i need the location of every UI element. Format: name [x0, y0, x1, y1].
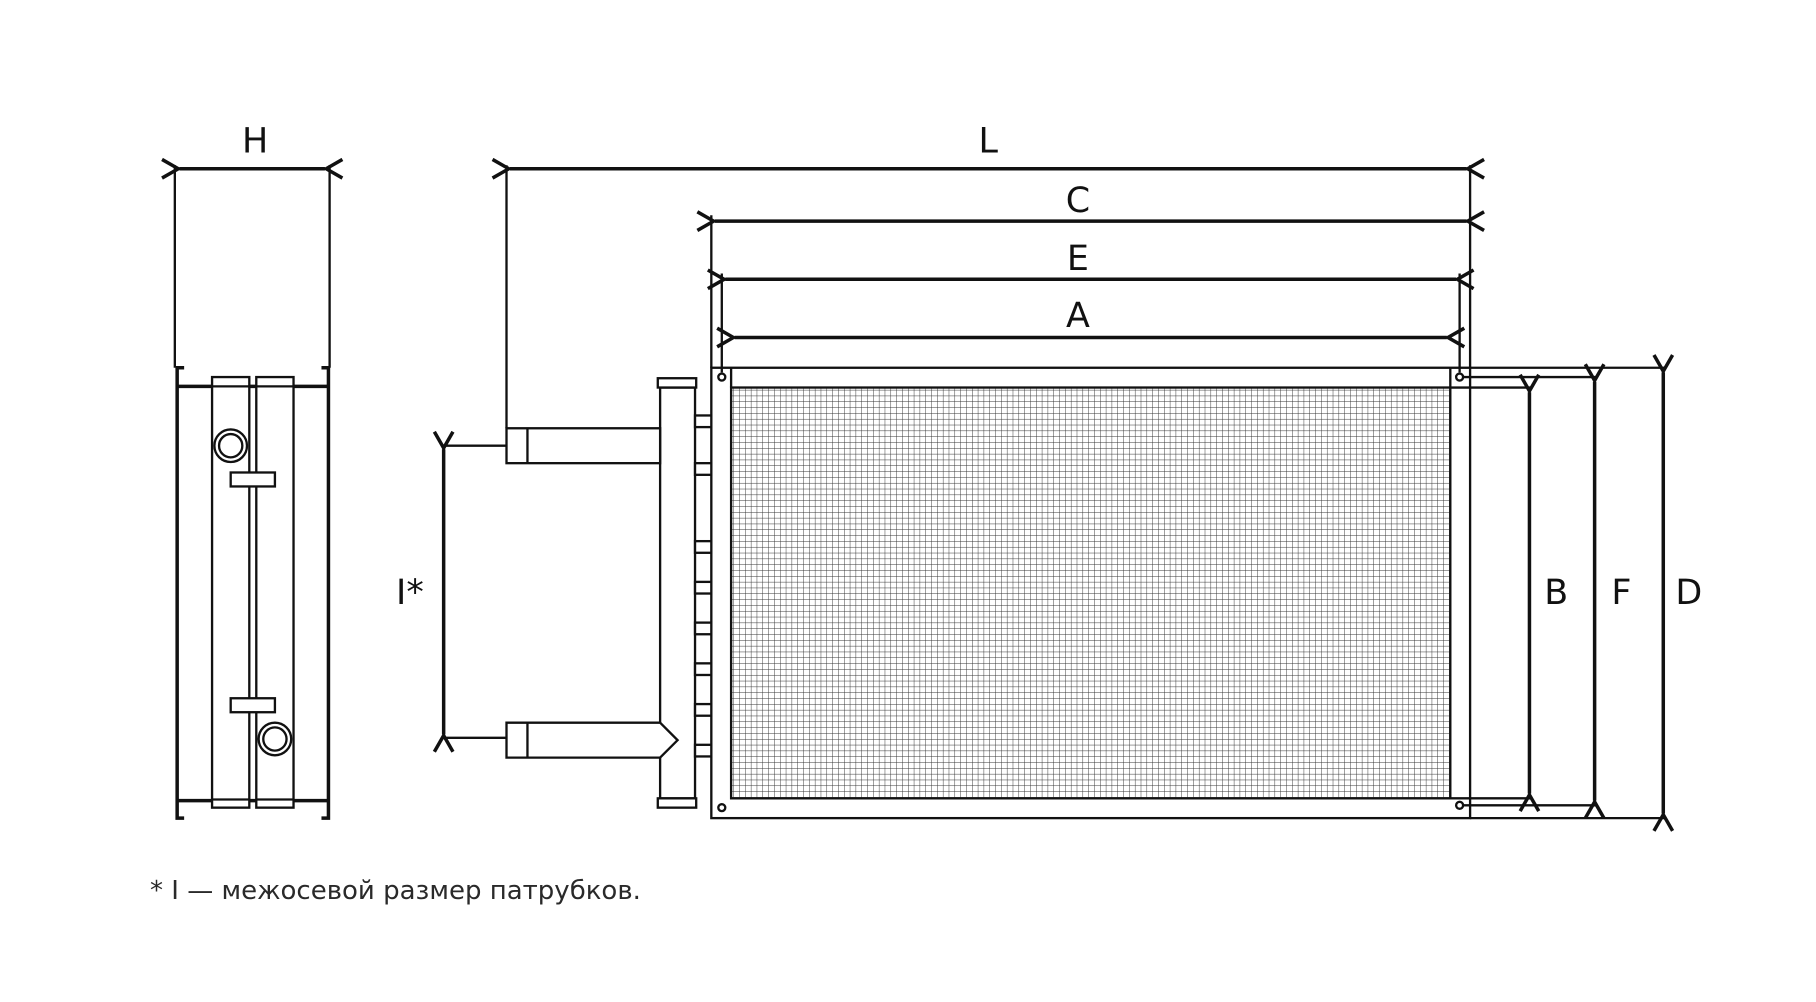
heat-exchanger-mesh: [729, 386, 1452, 800]
fins: [693, 414, 713, 758]
footnote: * I — межосевой размер патрубков.: [150, 876, 641, 906]
inlet-pipe: [505, 427, 662, 465]
dimension-i-label: I*: [396, 573, 424, 613]
side-view: [175, 165, 330, 820]
dimension-h-label: H: [242, 121, 268, 161]
dimension-b-label: B: [1544, 573, 1568, 613]
dimension-l-label: L: [979, 121, 999, 161]
outlet-pipe: [505, 721, 680, 759]
dimension-f-label: F: [1611, 573, 1631, 613]
dimension-d-label: D: [1675, 573, 1702, 613]
dimension-a-label: A: [1066, 296, 1090, 336]
dimension-e-label: E: [1067, 239, 1089, 279]
dimension-c-label: C: [1066, 181, 1090, 221]
front-view: [444, 165, 1666, 818]
